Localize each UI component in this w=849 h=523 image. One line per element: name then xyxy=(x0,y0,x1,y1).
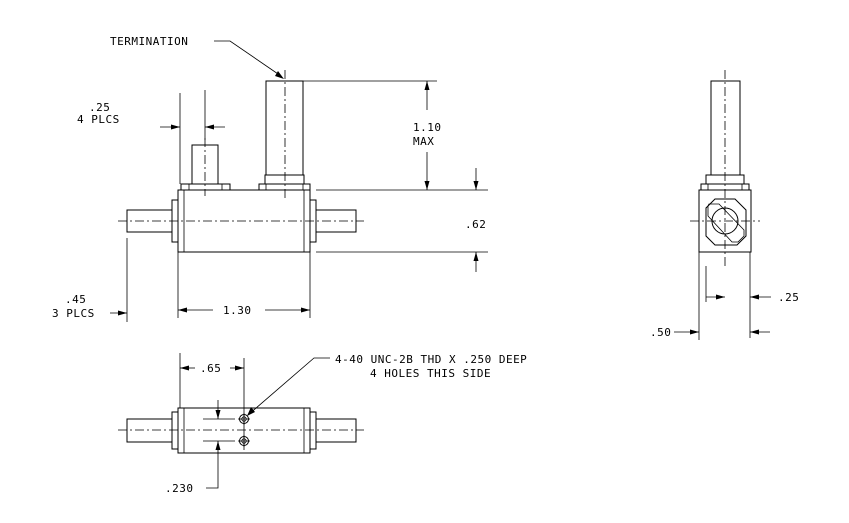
dim-0230-line-bottom xyxy=(206,441,219,489)
dim-025-arrow-left xyxy=(171,124,180,130)
top-right-connector xyxy=(315,418,357,443)
dim-062-arrow-bottom xyxy=(473,252,479,261)
thread-note-leader xyxy=(247,357,330,416)
dim-0230-arrow-bottom xyxy=(215,441,221,450)
dim-045-arrow xyxy=(118,310,127,316)
side-dim-025-arrow-right xyxy=(750,294,759,300)
side-dim-050-value: .50 xyxy=(650,326,671,339)
dim-065-arrow-right xyxy=(235,365,244,371)
dim-0230-value: .230 xyxy=(165,482,194,495)
termination-body xyxy=(265,80,304,176)
top-view: .65 4-40 UNC-2B THD X .250 DEEP 4 HOLES … xyxy=(118,353,527,495)
dim-110-qualifier: MAX xyxy=(413,135,434,148)
thread-note-line1: 4-40 UNC-2B THD X .250 DEEP xyxy=(335,353,527,366)
dim-065-value: .65 xyxy=(200,362,221,375)
dim-130-value: 1.30 xyxy=(223,304,252,317)
top-left-connector xyxy=(126,418,173,443)
dim-045-value: .45 xyxy=(65,293,86,306)
termination-leader-arrow xyxy=(275,71,284,79)
side-dim-050-arrow-right xyxy=(750,329,759,335)
side-flange-diagonal xyxy=(707,203,745,243)
side-dim-025-arrow-left xyxy=(716,294,725,300)
dim-025-qty: 4 PLCS xyxy=(77,113,120,126)
termination-label: TERMINATION xyxy=(110,35,188,48)
dim-065-arrow-left xyxy=(180,365,189,371)
dim-045-qty: 3 PLCS xyxy=(52,307,95,320)
termination-base-nut xyxy=(258,183,311,191)
dim-025-value: .25 xyxy=(89,101,110,114)
side-chamfered-flange xyxy=(705,198,747,246)
dim-025-arrow-right xyxy=(205,124,214,130)
dim-110-arrow-top xyxy=(424,81,430,90)
thread-note-line2: 4 HOLES THIS SIDE xyxy=(370,367,491,380)
top-right-flange xyxy=(309,411,317,450)
dim-0230-arrow-top xyxy=(215,410,221,419)
termination-leader xyxy=(214,40,282,77)
stub-base-nut xyxy=(180,183,231,191)
dim-062-value: .62 xyxy=(465,218,486,231)
top-left-flange xyxy=(171,411,179,450)
dim-130-arrow-left xyxy=(178,307,187,313)
side-view: .25 .50 xyxy=(650,70,799,340)
side-dim-025-value: .25 xyxy=(778,291,799,304)
termination-collar xyxy=(264,174,305,185)
thread-note-leader-arrow xyxy=(247,407,255,416)
dim-130-arrow-right xyxy=(301,307,310,313)
side-termination-body xyxy=(710,80,741,176)
dim-062-arrow-top xyxy=(473,181,479,190)
side-dim-050-arrow-left xyxy=(690,329,699,335)
dim-110-arrow-bottom xyxy=(424,181,430,190)
dim-110-value: 1.10 xyxy=(413,121,442,134)
front-view: TERMINATION .25 4 PLCS 1.10 MAX .62 .45 xyxy=(52,35,488,322)
